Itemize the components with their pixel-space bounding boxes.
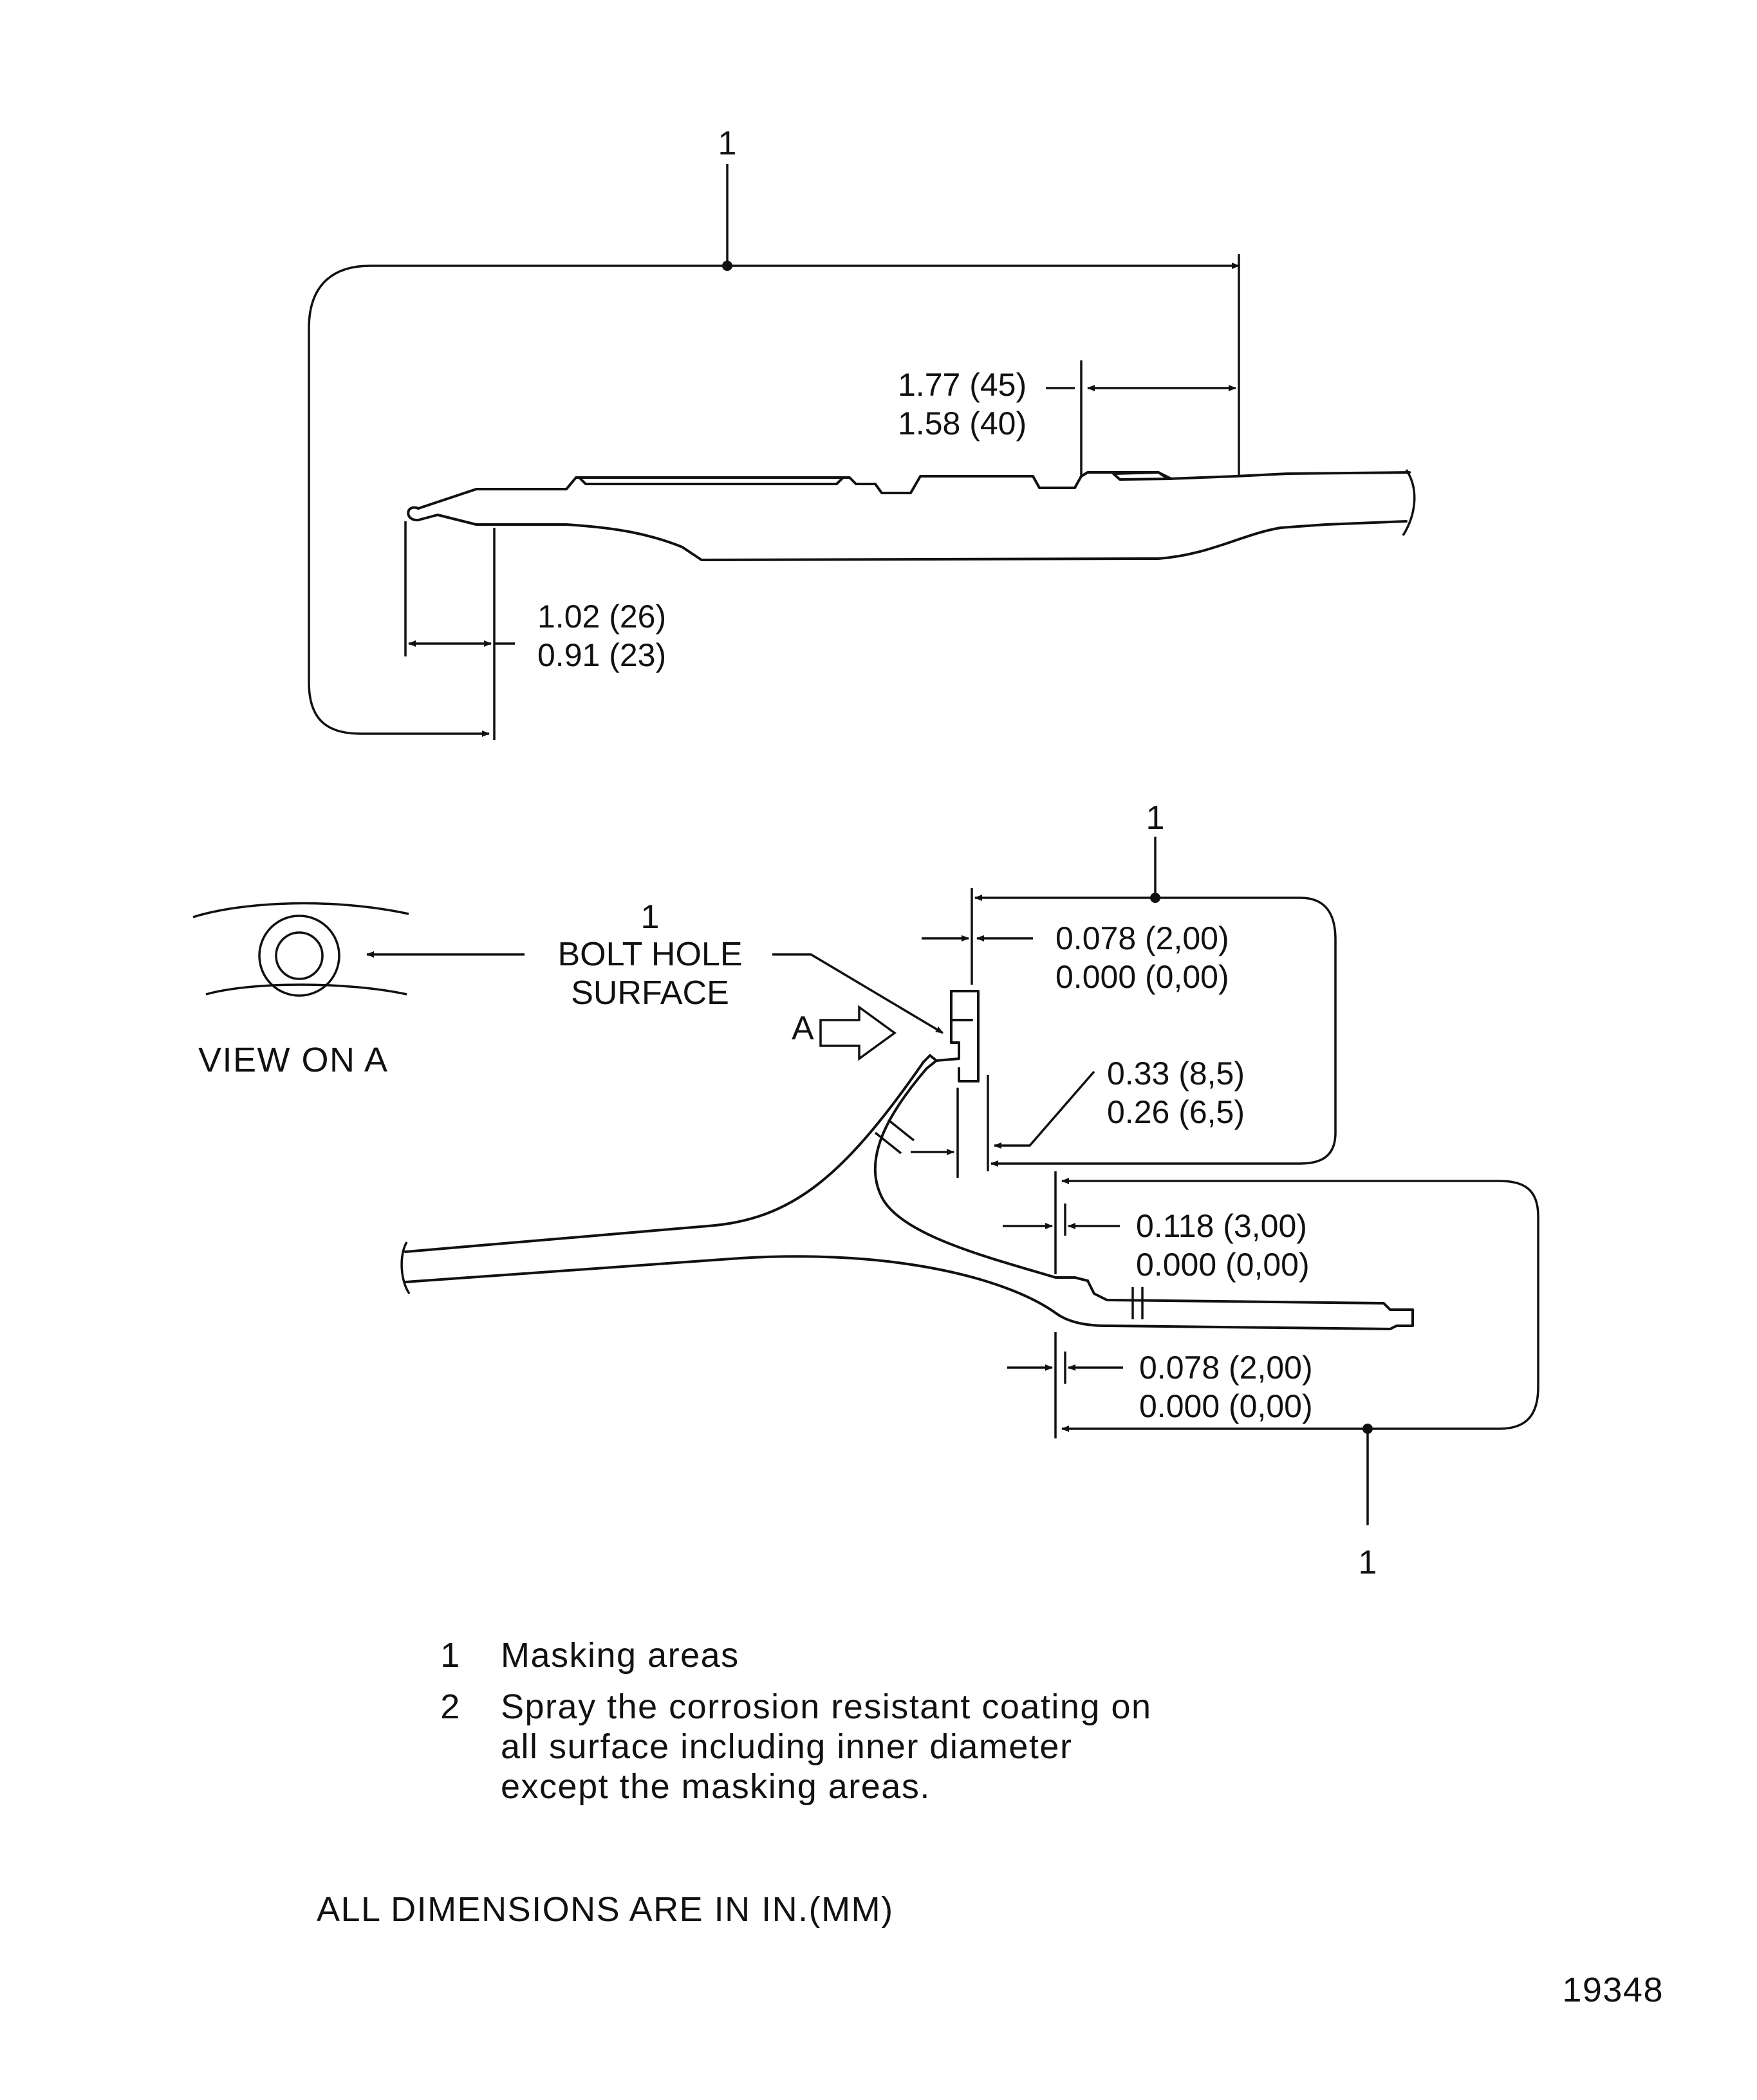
legend: 1 Masking areas 2 Spray the corrosion re…: [440, 1636, 1151, 1806]
top-callout-1: 1: [718, 125, 737, 162]
dim-d-max: 0.33 (8,5): [1107, 1055, 1245, 1092]
dim-c-min: 0.000 (0,00): [1055, 959, 1229, 995]
figure-number: 19348: [1562, 1971, 1664, 2009]
dim-f-max: 0.078 (2,00): [1139, 1350, 1313, 1386]
top-part-outline: [407, 506, 1408, 561]
legend-item-2-number: 2: [440, 1687, 461, 1726]
legend-item-1-text: Masking areas: [501, 1636, 739, 1675]
dim-a-min: 1.58 (40): [898, 405, 1027, 441]
dim-c-max: 0.078 (2,00): [1055, 920, 1229, 956]
legend-item-1-number: 1: [440, 1636, 461, 1675]
bottom-view: 1 0.078 (2,00) 0.000 (0,00) 0.33 (8,5) 0…: [192, 799, 1539, 1581]
bottom-callout-bottom: 1: [1359, 1544, 1377, 1581]
legend-item-2-text-line3: except the masking areas.: [501, 1767, 931, 1806]
bolt-hole-label-line1: BOLT HOLE: [557, 936, 742, 973]
view-on-a-label: VIEW ON A: [198, 1041, 389, 1079]
bolt-hole-callout: 1: [641, 898, 660, 936]
dim-d-min: 0.26 (6,5): [1107, 1094, 1245, 1130]
bottom-part-outline: [404, 1054, 931, 1253]
view-on-a-detail: [192, 902, 409, 997]
legend-item-2-text-line1: Spray the corrosion resistant coating on: [501, 1687, 1152, 1726]
dim-e-min: 0.000 (0,00): [1136, 1247, 1310, 1283]
top-masking-bracket: [308, 265, 1229, 737]
bottom-callout-top: 1: [1146, 799, 1165, 837]
bottom-upper-masking-bracket: [990, 897, 1337, 1167]
dim-f-min: 0.000 (0,00): [1139, 1388, 1313, 1424]
dim-a-max: 1.77 (45): [898, 367, 1027, 403]
top-view: 1 1.77 (45) 1.58 (40) 1.02 (26) 0.91 (23…: [308, 125, 1416, 740]
bottom-lower-masking-bracket: [1061, 1178, 1539, 1430]
footer-note: ALL DIMENSIONS ARE IN IN.(MM): [317, 1890, 894, 1929]
dim-e-max: 0.118 (3,00): [1136, 1208, 1307, 1244]
view-arrow-icon: [819, 1005, 897, 1061]
view-arrow-label: A: [792, 1010, 814, 1047]
dim-b-max: 1.02 (26): [537, 599, 666, 635]
bolt-hole-label-line2: SURFACE: [571, 974, 729, 1012]
dim-b-min: 0.91 (23): [537, 637, 666, 673]
legend-item-2-text-line2: all surface including inner diameter: [501, 1727, 1072, 1766]
